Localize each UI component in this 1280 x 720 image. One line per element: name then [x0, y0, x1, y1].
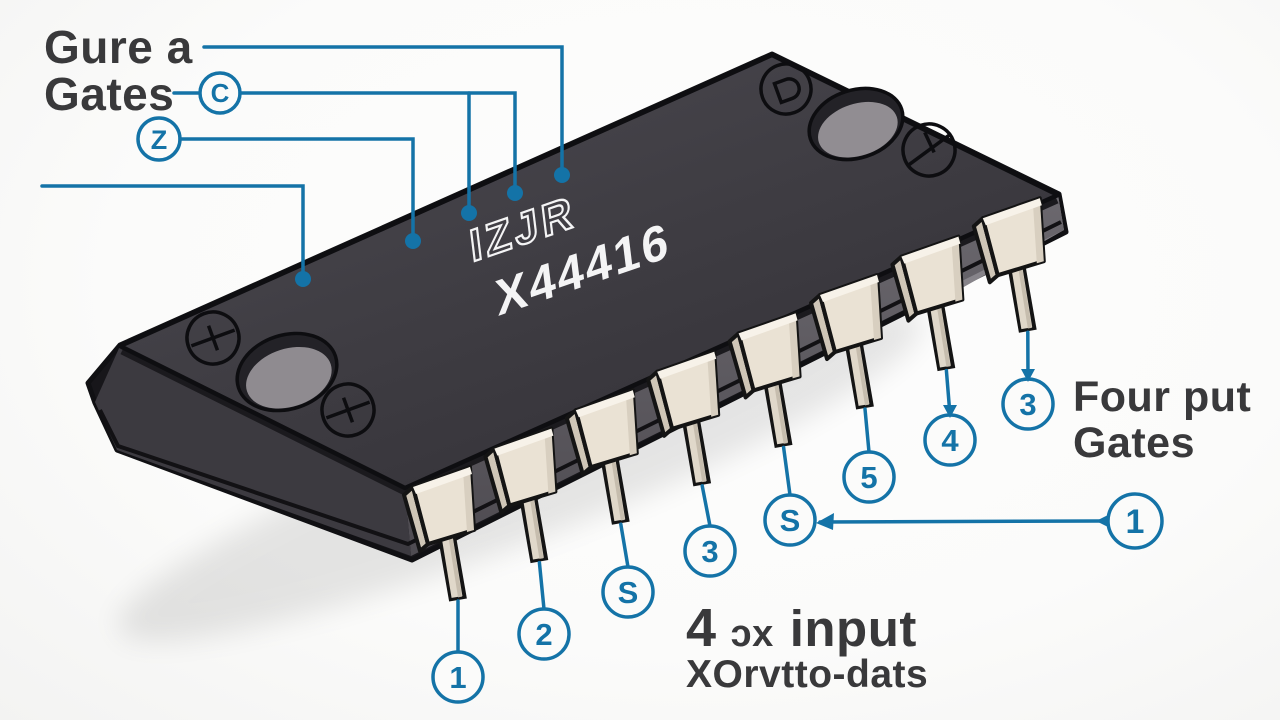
- chip-pin: 4: [890, 234, 977, 467]
- callout-line-c: [238, 91, 517, 189]
- callout-line-left: [40, 184, 305, 275]
- pin-callout-label: 4: [941, 423, 959, 458]
- pin-callout-label: S: [618, 575, 639, 610]
- label-bottom-suffix: input: [790, 600, 917, 657]
- index-mark-d: [759, 62, 813, 116]
- pin-callout-circle: [842, 450, 896, 504]
- label-top-left-line2: Gates: [44, 68, 174, 120]
- callout-circle-right: [1106, 492, 1164, 550]
- pin-callout-label: 1: [449, 660, 466, 695]
- callout-dot: [554, 167, 570, 183]
- arrowhead-down: [1021, 369, 1035, 382]
- label-right-line2: Gates: [1073, 419, 1195, 467]
- screw-mark-left: [185, 310, 241, 366]
- pin-callout-circle: [763, 493, 817, 547]
- arrowhead-left: [816, 513, 834, 530]
- chip-pin: S: [727, 311, 817, 547]
- pin-callout-label: 5: [860, 460, 877, 495]
- label-bottom-mid: ɔx: [731, 613, 774, 655]
- callout-dot: [507, 185, 523, 201]
- callout-dot: [461, 205, 477, 221]
- chip-pin: 1: [402, 465, 485, 704]
- callout-circle-z-label: Z: [151, 125, 168, 155]
- pin-callout-circle: [601, 565, 655, 619]
- pin-callout-circle: [517, 607, 571, 661]
- pin-callout-line: [700, 484, 712, 528]
- callout-line-horizontal: [818, 519, 1102, 524]
- chip-hole-left: [235, 331, 339, 413]
- callout-circle-right-label: 1: [1126, 503, 1145, 541]
- chip-pin: 2: [483, 426, 571, 661]
- chip-band-left: [95, 346, 411, 556]
- pin-callout-label: 3: [1019, 387, 1036, 422]
- arrowhead-down: [943, 405, 957, 418]
- callout-dot: [295, 271, 311, 287]
- label-right-line1: Four put: [1073, 373, 1251, 421]
- label-bottom-line2: XOrvtto-dats: [686, 653, 928, 696]
- index-mark-t: [901, 122, 957, 178]
- pin-callout-line: [619, 522, 630, 569]
- pin-callout-line: [781, 445, 792, 497]
- chip-seam: [98, 220, 1062, 547]
- chip-top-face: [117, 52, 1061, 491]
- label-top-left-line1: Gure a: [44, 21, 193, 73]
- callout-circle-c-label: C: [211, 78, 230, 108]
- pin-callout-label: 2: [535, 617, 552, 652]
- label-bottom-prefix: 4: [686, 598, 717, 658]
- chip-pin: S: [564, 388, 655, 619]
- pin-callout-label: 3: [701, 534, 718, 569]
- pin-callout-line: [537, 560, 546, 611]
- pin-callout-circle: [431, 650, 485, 704]
- chip-pin: 3: [971, 196, 1055, 431]
- pin-callout-line: [863, 407, 871, 454]
- text-labels: Gure a Gates Four put Gates 4 ɔx input X…: [44, 21, 1251, 696]
- chip-hole-right: [807, 86, 905, 162]
- screw-mark-left-2: [320, 382, 376, 438]
- callout-dot: [405, 233, 421, 249]
- callout-line-z: [178, 137, 415, 237]
- pin-callout-circle: [683, 524, 737, 578]
- callouts: C Z 1: [40, 45, 1164, 550]
- chip-pin: 3: [646, 349, 737, 578]
- label-bottom-line1: 4 ɔx input: [686, 598, 917, 658]
- callout-line-gure: [202, 45, 564, 171]
- chip-pin: 5: [809, 273, 896, 504]
- pin-callout-label: S: [780, 503, 801, 538]
